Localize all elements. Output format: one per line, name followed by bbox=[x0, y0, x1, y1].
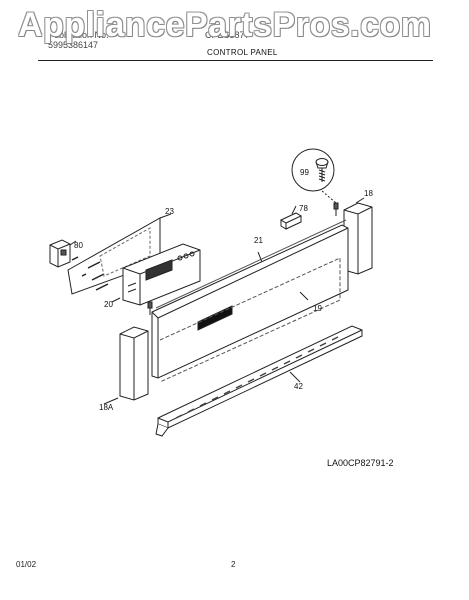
part-99-screw[interactable] bbox=[291, 148, 337, 204]
display-window bbox=[197, 305, 233, 331]
callout-42: 42 bbox=[294, 382, 303, 391]
callout-21: 21 bbox=[254, 236, 263, 245]
part-78-trim-piece[interactable] bbox=[279, 205, 303, 230]
callout-78: 78 bbox=[299, 204, 308, 213]
callout-23: 23 bbox=[165, 207, 174, 216]
callout-20: 20 bbox=[104, 300, 113, 309]
callout-18: 18 bbox=[364, 189, 373, 198]
footer-page-number: 2 bbox=[231, 560, 236, 569]
part-19-overlay-panel[interactable] bbox=[159, 257, 341, 383]
callout-18a: 18A bbox=[99, 403, 114, 412]
callout-80: 80 bbox=[74, 241, 83, 250]
publication-number: 5995386147 bbox=[48, 40, 99, 50]
header-rule bbox=[38, 60, 433, 61]
callout-19: 19 bbox=[313, 304, 322, 313]
callout-99: 99 bbox=[300, 168, 309, 177]
part-18a-left-end-cap[interactable] bbox=[103, 326, 149, 405]
part-18-right-end-cap[interactable] bbox=[343, 197, 373, 275]
page-header: Publication No. 5995386147 CPES3877 CONT… bbox=[0, 2, 469, 62]
part-42-vent-trim[interactable] bbox=[155, 325, 363, 437]
diagram-code: LA00CP82791-2 bbox=[327, 458, 394, 468]
watermark-logo: AppliancePartsPros.com bbox=[18, 6, 432, 44]
screw-icon bbox=[333, 202, 339, 216]
part-80-bracket[interactable] bbox=[49, 239, 77, 268]
screw-icon bbox=[315, 158, 329, 182]
footer-date: 01/02 bbox=[16, 560, 37, 569]
part-20-control-board[interactable] bbox=[111, 243, 201, 306]
publication-label: Publication No. bbox=[48, 30, 109, 40]
section-title: CONTROL PANEL bbox=[207, 48, 278, 57]
screw-icon bbox=[147, 301, 153, 315]
screw-callout-circle bbox=[291, 148, 335, 192]
vent-slots bbox=[175, 336, 339, 419]
part-21-control-panel[interactable] bbox=[151, 219, 349, 379]
model-number: CPES3877 bbox=[205, 30, 250, 40]
